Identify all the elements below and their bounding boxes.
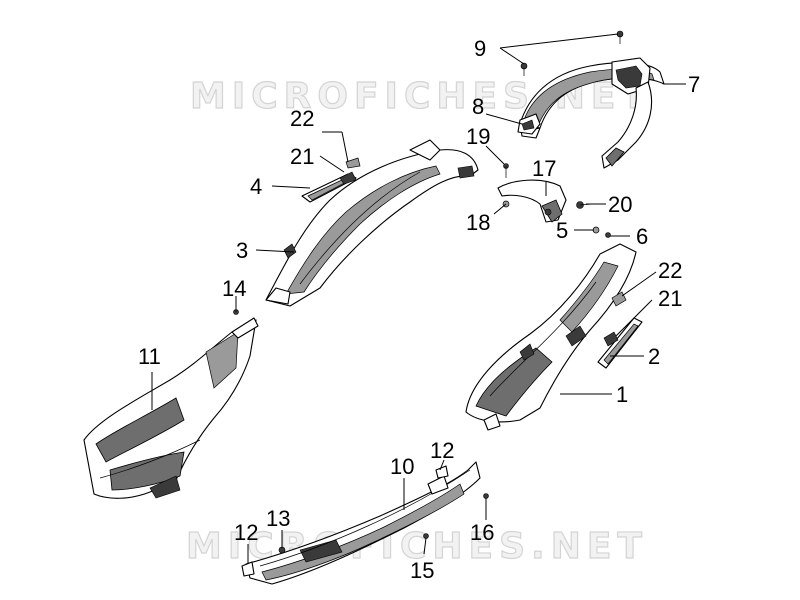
part-7-grab-rail [519, 57, 665, 169]
callout-18: 18 [466, 210, 490, 235]
part-22-left-clip [345, 157, 361, 169]
callout-labels: 9 7 8 22 19 21 17 4 20 18 6 3 5 22 14 21… [138, 36, 700, 583]
part-20-screw [576, 201, 593, 209]
callout-10: 10 [390, 454, 414, 479]
part-12-clip-bottom [241, 561, 255, 577]
callout-22-right: 22 [658, 258, 682, 283]
part-1-right-side-cover [465, 243, 637, 431]
callout-13: 13 [266, 506, 290, 531]
callout-1: 1 [616, 382, 628, 407]
part-19-screw [503, 163, 509, 178]
leader-lines [151, 33, 686, 564]
part-8-clip [517, 113, 541, 135]
callout-21-right: 21 [658, 286, 682, 311]
part-17-center-cover [497, 179, 567, 223]
callout-2: 2 [648, 344, 660, 369]
part-10-lower-side-panel [245, 461, 481, 585]
callout-9: 9 [474, 36, 486, 61]
callout-12-top: 12 [430, 438, 454, 463]
part-3-left-side-cover [265, 139, 479, 307]
callout-3: 3 [236, 238, 248, 263]
part-6-screw [605, 232, 611, 238]
part-12-clip-top [435, 465, 449, 479]
callout-6: 6 [636, 224, 648, 249]
callout-12-bottom: 12 [234, 520, 258, 545]
part-16-screw [483, 493, 489, 499]
part-21-left-clip [339, 171, 357, 185]
callout-11: 11 [138, 344, 161, 369]
callout-20: 20 [608, 192, 632, 217]
callout-7: 7 [688, 72, 700, 97]
part-21-right-clip [603, 331, 619, 347]
callout-17: 17 [532, 156, 556, 181]
part-15-screw [423, 533, 429, 539]
part-11-front-left-panel [83, 317, 259, 499]
callout-21-left: 21 [290, 144, 314, 169]
callout-14: 14 [222, 276, 246, 301]
callout-4: 4 [250, 174, 262, 199]
part-2-right-trim [597, 317, 643, 369]
callout-19: 19 [466, 124, 490, 149]
callout-8: 8 [472, 94, 484, 119]
callout-15: 15 [410, 558, 434, 583]
callout-22-left: 22 [290, 106, 314, 131]
callout-16: 16 [470, 520, 494, 545]
callout-5: 5 [556, 218, 568, 243]
